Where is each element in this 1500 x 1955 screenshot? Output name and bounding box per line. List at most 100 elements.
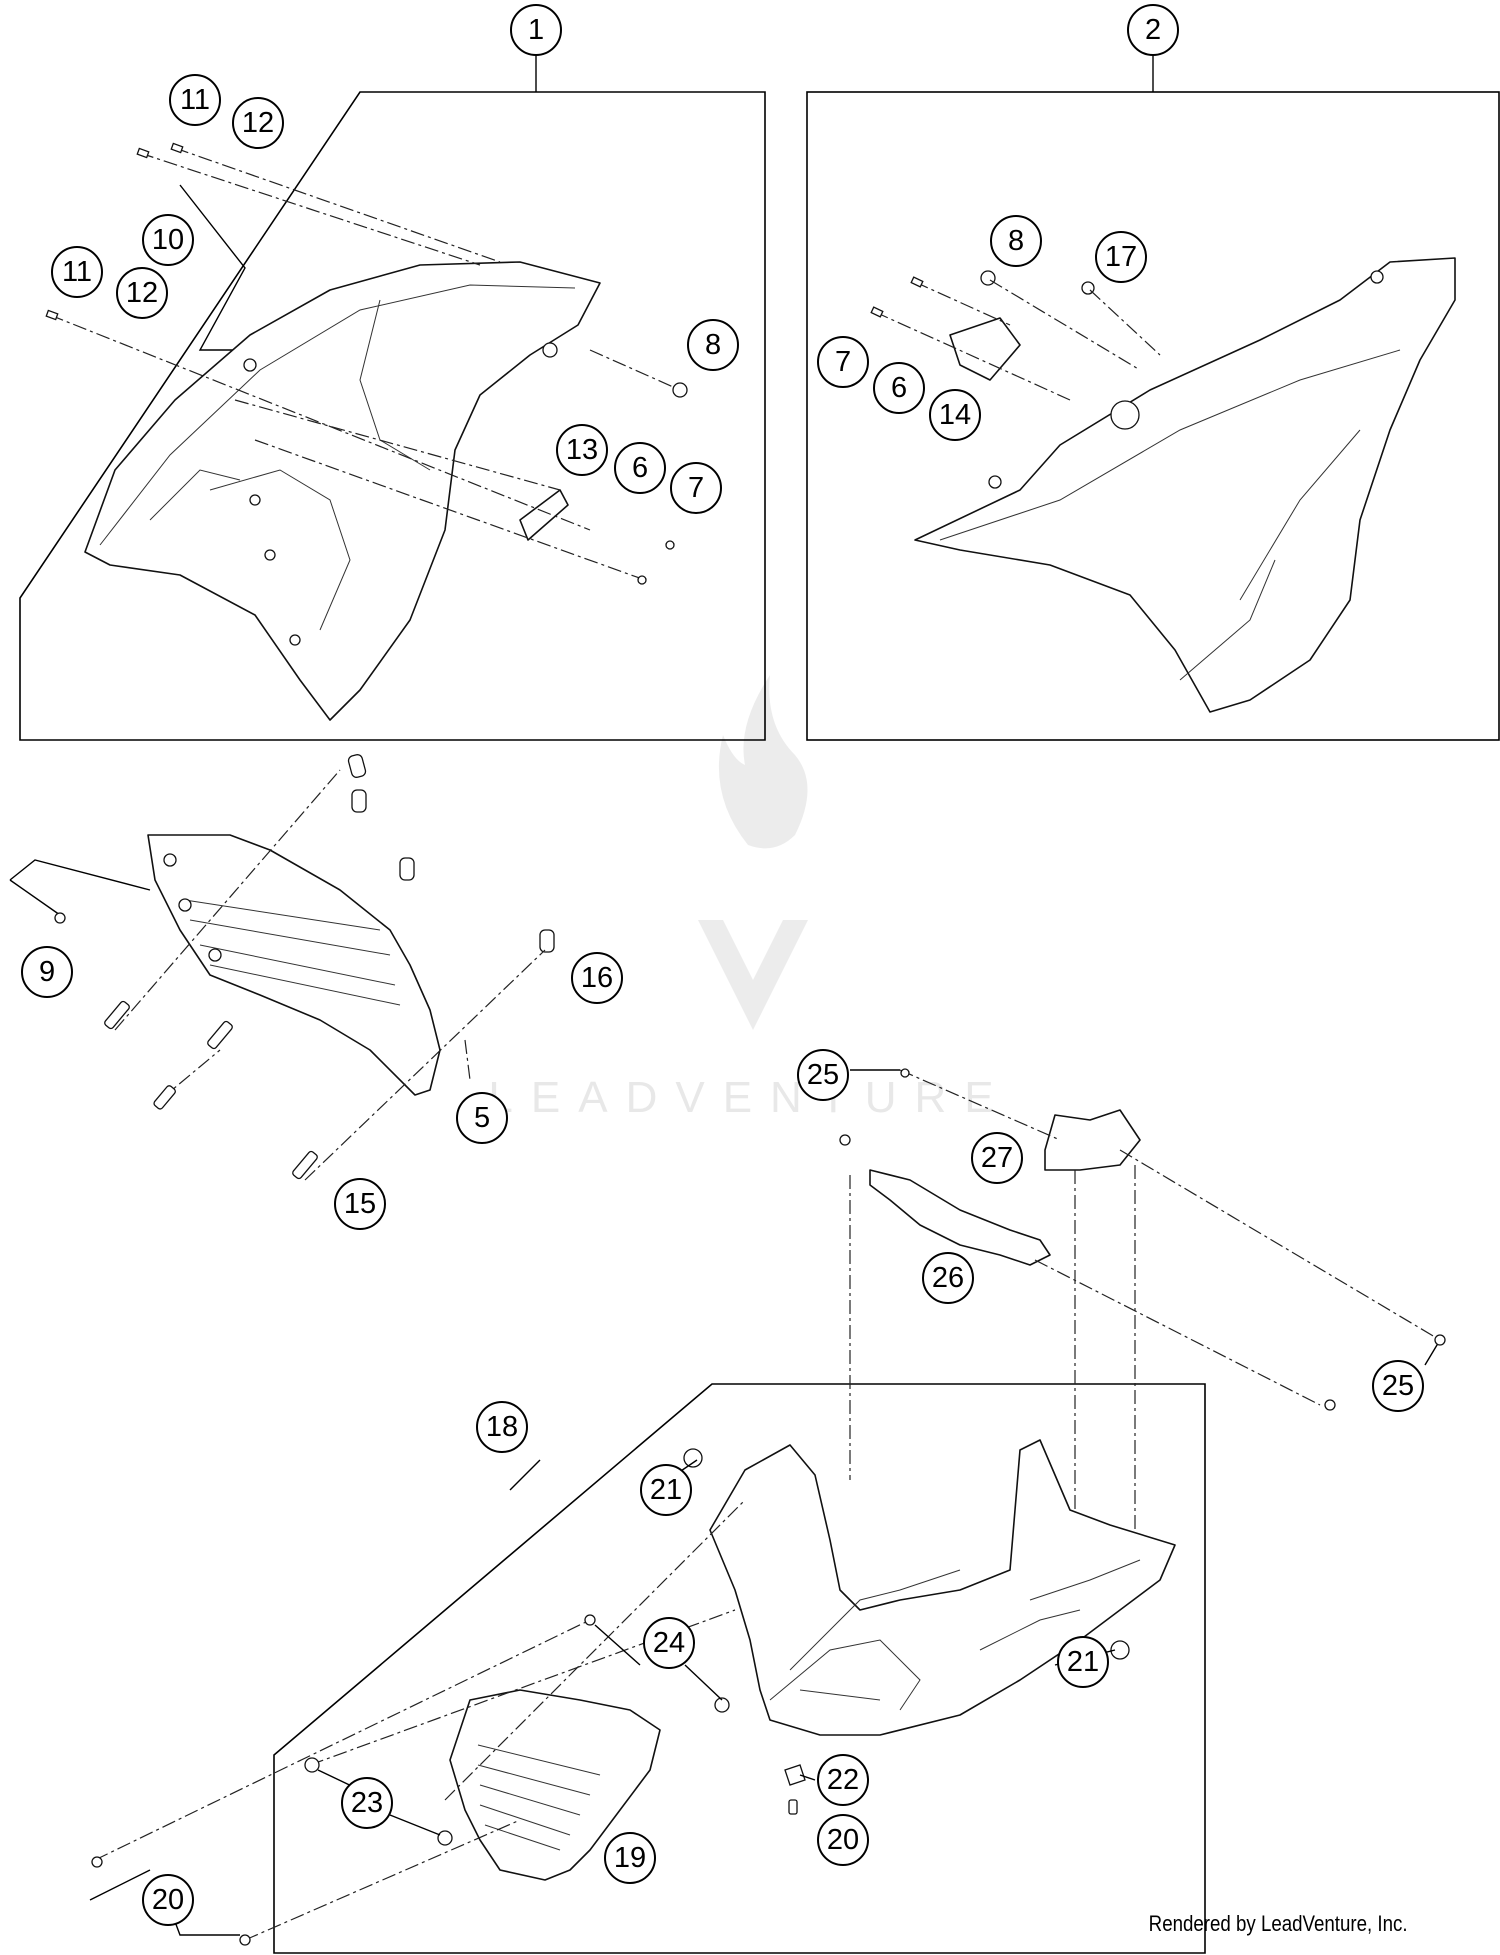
svg-text:2: 2 (1145, 14, 1161, 46)
part-14-plate (949, 317, 1021, 381)
svg-text:25: 25 (807, 1059, 839, 1091)
callout-2: 2 (1127, 4, 1179, 56)
svg-text:6: 6 (632, 452, 648, 484)
svg-text:19: 19 (614, 1842, 646, 1874)
callout-9: 9 (21, 946, 73, 998)
callout-27: 27 (971, 1132, 1023, 1184)
svg-text:13: 13 (566, 434, 598, 466)
part-24-clip-1 (584, 1614, 596, 1626)
watermark-brand: LEADVENTURE (488, 1073, 1011, 1122)
svg-text:11: 11 (62, 256, 92, 288)
svg-text:11: 11 (180, 84, 210, 116)
svg-text:5: 5 (474, 1102, 490, 1134)
part-24-clip-2 (714, 1697, 730, 1713)
svg-text:12: 12 (126, 277, 158, 309)
callout-21: 21 (640, 1464, 692, 1516)
svg-text:20: 20 (827, 1824, 859, 1856)
callout-18: 18 (476, 1401, 528, 1453)
callout-25: 25 (797, 1049, 849, 1101)
svg-text:9: 9 (39, 956, 55, 988)
callout-7: 7 (670, 462, 722, 514)
part-22-nut (784, 1764, 806, 1786)
callout-11: 11 (169, 74, 221, 126)
svg-text:23: 23 (351, 1787, 383, 1819)
callout-17: 17 (1095, 231, 1147, 283)
svg-text:21: 21 (1067, 1646, 1099, 1678)
callout-5: 5 (456, 1092, 508, 1144)
watermark-flame-icon (718, 675, 808, 849)
callout-7b: 7 (817, 336, 869, 388)
render-credit: Rendered by LeadVenture, Inc. (1149, 1911, 1408, 1936)
svg-text:16: 16 (581, 962, 613, 994)
part-21-grommet-lower (1110, 1640, 1130, 1660)
watermark: LEADVENTURE (488, 675, 1011, 1122)
callout-16: 16 (571, 952, 623, 1004)
part-21-grommet-upper (683, 1448, 703, 1468)
callout-20: 20 (817, 1814, 869, 1866)
part-13-bracket (519, 489, 569, 541)
part-right-shroud (914, 257, 1456, 713)
svg-text:18: 18 (486, 1411, 518, 1443)
svg-text:8: 8 (705, 329, 721, 361)
svg-text:21: 21 (650, 1474, 682, 1506)
callout-12b: 12 (116, 267, 168, 319)
callout-8b: 8 (990, 215, 1042, 267)
callout-13: 13 (556, 424, 608, 476)
callout-8: 8 (687, 319, 739, 371)
part-26-27-brackets (839, 1068, 1446, 1560)
svg-text:26: 26 (932, 1262, 964, 1294)
svg-text:14: 14 (939, 399, 971, 431)
part-8-grommet-right (980, 270, 996, 286)
callout-24: 24 (643, 1617, 695, 1669)
svg-text:17: 17 (1105, 241, 1137, 273)
svg-text:8: 8 (1008, 225, 1024, 257)
callout-1: 1 (510, 4, 562, 56)
callout-6b: 6 (873, 362, 925, 414)
part-left-shroud (84, 261, 601, 721)
part-5-spoiler (147, 754, 555, 1096)
part-27-clamp (1044, 1109, 1141, 1171)
svg-text:24: 24 (653, 1627, 685, 1659)
part-19-grille (449, 1689, 661, 1881)
callout-10: 10 (142, 214, 194, 266)
callout-20b: 20 (142, 1874, 194, 1926)
callout-15: 15 (334, 1178, 386, 1230)
callout-11b: 11 (51, 246, 103, 298)
part-20-bolt-center (788, 1799, 798, 1815)
callout-22: 22 (817, 1754, 869, 1806)
svg-text:20: 20 (152, 1884, 184, 1916)
frame-assembly-1 (19, 91, 766, 741)
svg-text:12: 12 (242, 107, 274, 139)
callout-21b: 21 (1057, 1636, 1109, 1688)
callout-6: 6 (614, 442, 666, 494)
group-dashes-5 (9, 769, 546, 1181)
callout-19: 19 (604, 1832, 656, 1884)
svg-text:22: 22 (827, 1764, 859, 1796)
group-dashes-2 (870, 276, 1161, 401)
callout-12: 12 (232, 97, 284, 149)
callout-23: 23 (341, 1777, 393, 1829)
svg-text:25: 25 (1382, 1370, 1414, 1402)
callout-26: 26 (922, 1252, 974, 1304)
part-23-grommet-1 (304, 1757, 320, 1773)
part-23-grommet-2 (437, 1830, 453, 1846)
watermark-v-icon (698, 920, 808, 1030)
part-18-skid-plate (683, 1439, 1176, 1815)
svg-text:10: 10 (152, 224, 184, 256)
group-leaders (89, 55, 1154, 1936)
svg-text:7: 7 (688, 472, 704, 504)
svg-text:1: 1 (528, 14, 544, 46)
svg-text:15: 15 (344, 1188, 376, 1220)
svg-text:7: 7 (835, 346, 851, 378)
callout-25b: 25 (1372, 1360, 1424, 1412)
part-8-grommet (542, 342, 558, 358)
callout-14: 14 (929, 389, 981, 441)
part-26-bar (869, 1169, 1051, 1266)
frame-assembly-18 (273, 1383, 1206, 1954)
svg-text:6: 6 (891, 372, 907, 404)
group-dashes-1 (45, 142, 688, 585)
svg-text:27: 27 (981, 1142, 1013, 1174)
group-callouts: 1 2 11 12 10 11 12 8 13 6 7 8 17 7 6 14 … (21, 4, 1424, 1926)
